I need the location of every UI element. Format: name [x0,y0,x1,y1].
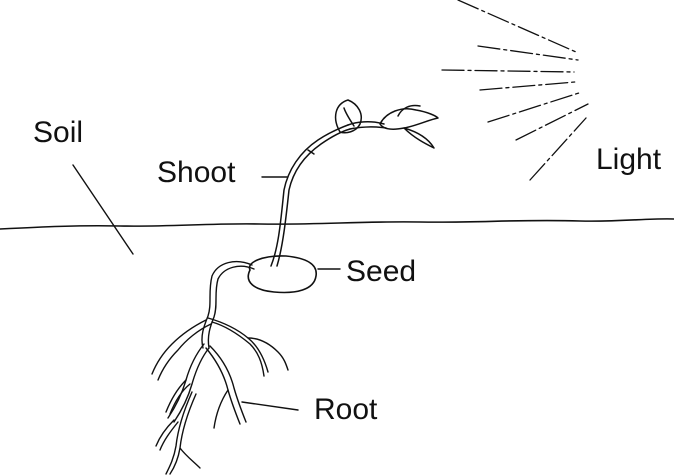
roots [151,261,289,475]
light-label: Light [596,143,662,176]
seed [247,255,317,294]
root-label: Root [314,393,378,426]
shoot-label: Shoot [157,156,236,189]
shoot-stem [270,121,387,267]
soil-leader-line [72,164,134,255]
root-leader-line [241,401,299,411]
seed-label: Seed [346,255,417,288]
ground-line [0,218,674,230]
light-rays [441,0,589,181]
soil-label: Soil [33,116,84,149]
leaves [334,99,439,149]
